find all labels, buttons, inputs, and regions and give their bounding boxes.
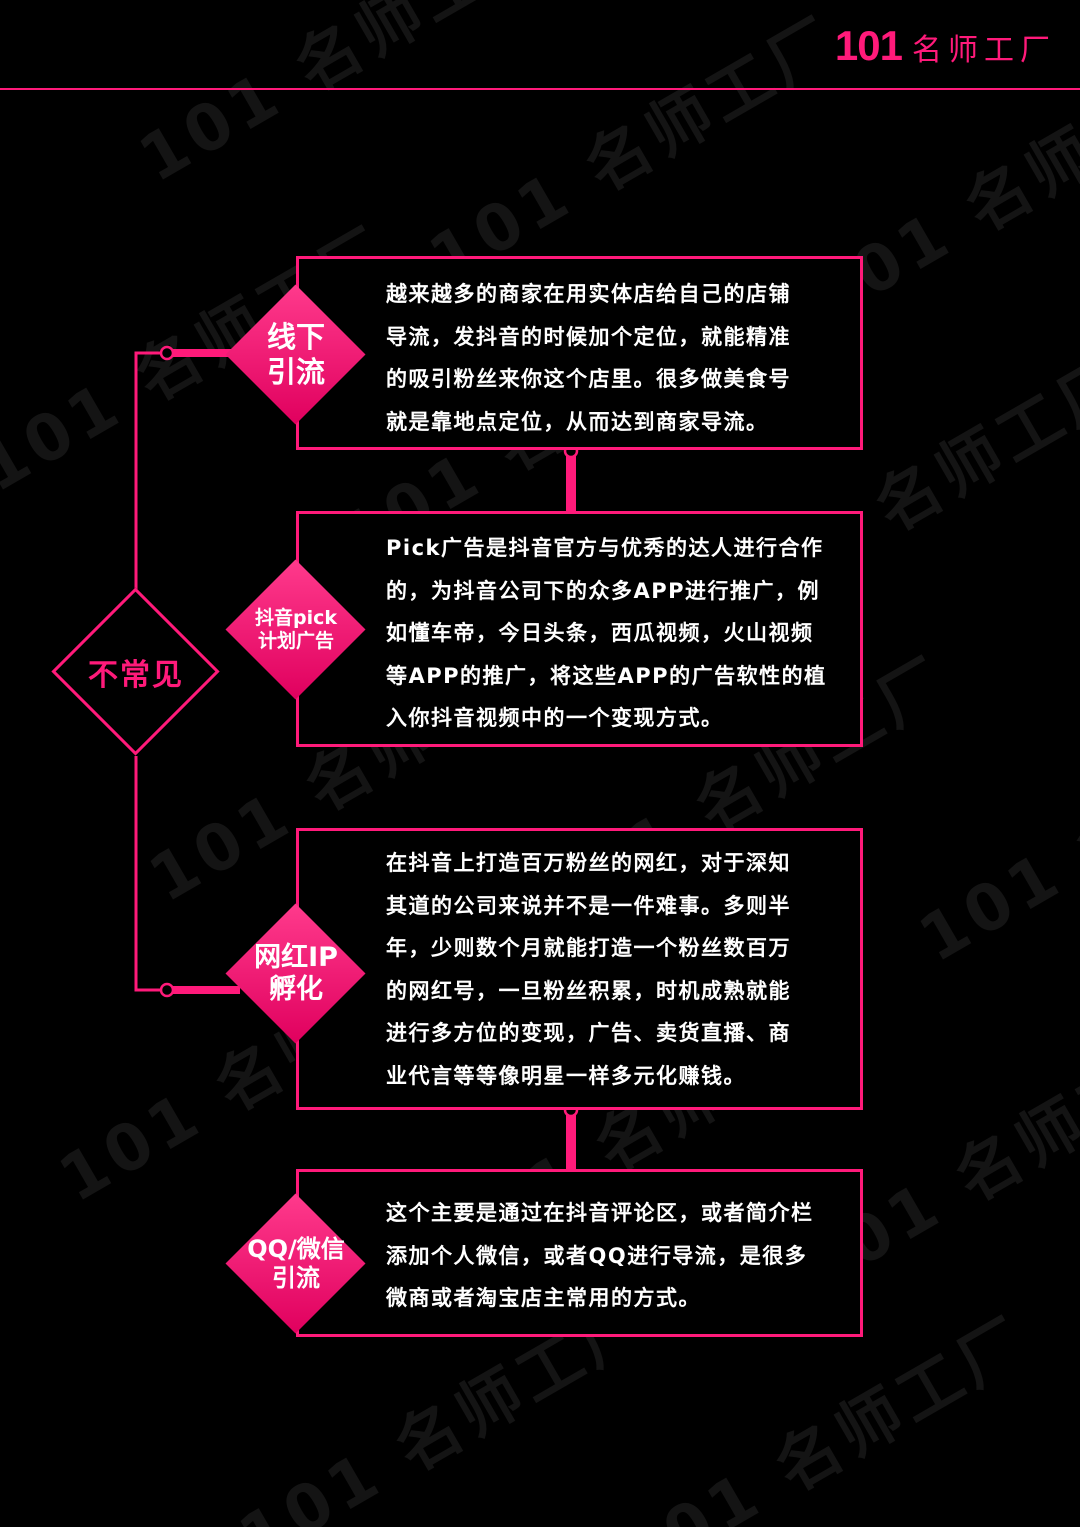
method-box-qq-wechat: 这个主要是通过在抖音评论区，或者简介栏 添加个人微信，或者QQ进行导流，是很多 …: [296, 1169, 863, 1337]
title-line: 线下: [266, 320, 325, 355]
method-badge-influencer: 网红IP 孵化: [225, 903, 366, 1044]
description-line: 导流，发抖音的时候加个定位，就能精准: [386, 324, 791, 349]
title-line: QQ/微信: [247, 1235, 345, 1264]
brand-name: 名师工厂: [912, 33, 1056, 68]
method-description: 越来越多的商家在用实体店给自己的店铺 导流，发抖音的时候加个定位，就能精准 的吸…: [386, 273, 842, 443]
description-line: 在抖音上打造百万粉丝的网红，对于深知: [386, 851, 791, 875]
method-badge-offline: 线下 引流: [225, 284, 366, 425]
connector-dot: [159, 982, 175, 998]
description-line: 如懂车帝，今日头条，西瓜视频，火山视频: [386, 621, 814, 645]
method-badge-pick: 抖音pick 计划广告: [225, 559, 366, 700]
description-line: 入你抖音视频中的一个变现方式。: [386, 706, 724, 730]
description-line: 就是靠地点定位，从而达到商家导流。: [386, 409, 769, 434]
method-title: 线下 引流: [267, 320, 325, 390]
connector-bar: [566, 1110, 576, 1170]
connector-line-bottom: [134, 756, 240, 992]
title-line: 网红IP: [254, 941, 338, 973]
description-line: 等APP的推广，将这些APP的广告软性的植: [386, 663, 827, 688]
brand-logo: 101 名师工厂: [835, 22, 1056, 70]
method-box-pick: Pick广告是抖音官方与优秀的达人进行合作 的，为抖音公司下的众多APP进行推广…: [296, 511, 863, 747]
method-title: 网红IP 孵化: [254, 942, 338, 1007]
title-line: 引流: [271, 1264, 320, 1292]
description-line: 进行多方位的变现，广告、卖货直播、商: [386, 1021, 791, 1045]
connector-line-top: [134, 351, 240, 590]
description-line: 添加个人微信，或者QQ进行导流，是很多: [386, 1243, 808, 1268]
method-title: QQ/微信 引流: [247, 1235, 345, 1293]
connector-bar: [566, 451, 576, 513]
brand-number: 101: [834, 22, 903, 69]
method-box-influencer: 在抖音上打造百万粉丝的网红，对于深知 其道的公司来说并不是一件难事。多则半 年，…: [296, 828, 863, 1110]
center-node: 不常见: [51, 587, 220, 756]
method-box-offline: 越来越多的商家在用实体店给自己的店铺 导流，发抖音的时候加个定位，就能精准 的吸…: [296, 256, 863, 450]
header-divider: [0, 88, 1080, 90]
description-line: 这个主要是通过在抖音评论区，或者简介栏: [386, 1201, 814, 1225]
title-line: 引流: [266, 355, 325, 389]
description-line: 其道的公司来说并不是一件难事。多则半: [386, 893, 791, 918]
description-line: 业代言等等像明星一样多元化赚钱。: [386, 1063, 746, 1088]
description-line: 的，为抖音公司下的众多APP进行推广，例: [386, 578, 821, 603]
description-line: 越来越多的商家在用实体店给自己的店铺: [386, 282, 791, 306]
description-line: 微商或者淘宝店主常用的方式。: [386, 1286, 701, 1310]
description-line: 的网红号，一旦粉丝积累，时机成熟就能: [386, 978, 791, 1003]
connector-dot: [159, 345, 175, 361]
method-description: 这个主要是通过在抖音评论区，或者简介栏 添加个人微信，或者QQ进行导流，是很多 …: [386, 1192, 842, 1320]
title-line: 孵化: [269, 974, 323, 1005]
method-description: Pick广告是抖音官方与优秀的达人进行合作 的，为抖音公司下的众多APP进行推广…: [386, 527, 842, 740]
description-line: 年，少则数个月就能打造一个粉丝数百万: [386, 936, 791, 960]
center-node-label: 不常见: [88, 658, 184, 693]
method-description: 在抖音上打造百万粉丝的网红，对于深知 其道的公司来说并不是一件难事。多则半 年，…: [386, 842, 842, 1097]
description-line: 的吸引粉丝来你这个店里。很多做美食号: [386, 367, 791, 391]
title-line: 抖音pick: [254, 607, 337, 630]
title-line: 计划广告: [257, 630, 334, 652]
method-title: 抖音pick 计划广告: [255, 607, 337, 653]
method-badge-qq-wechat: QQ/微信 引流: [225, 1193, 366, 1334]
description-line: Pick广告是抖音官方与优秀的达人进行合作: [386, 536, 824, 560]
